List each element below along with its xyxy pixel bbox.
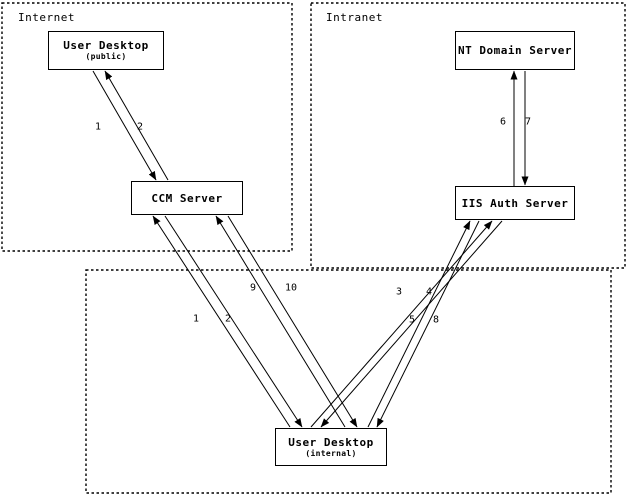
flow-label-9: 9: [249, 282, 257, 294]
flow-arrow-3: [367, 220, 471, 428]
zone-internal-boundary: [85, 269, 612, 494]
flow-label-3: 3: [395, 286, 403, 298]
flow-label-6: 6: [499, 116, 507, 128]
flow-label-2b: 2: [224, 313, 232, 325]
flow-arrow-1: [92, 70, 157, 181]
node-user-desktop-internal[interactable]: User Desktop (internal): [275, 428, 387, 466]
node-subtitle: (public): [85, 52, 127, 61]
flow-arrow-2: [104, 70, 169, 181]
node-title: User Desktop: [288, 435, 374, 449]
zone-internet-boundary: [1, 2, 293, 252]
node-title: IIS Auth Server: [461, 196, 569, 210]
node-ccm-server[interactable]: CCM Server: [131, 181, 243, 215]
flow-label-1b: 1: [192, 313, 200, 325]
zone-label-internet: Internet: [18, 11, 75, 24]
flow-arrow-8: [320, 220, 503, 428]
flow-arrow-5: [310, 220, 493, 428]
node-title: CCM Server: [151, 191, 223, 205]
zone-intranet-boundary: [310, 2, 626, 269]
flow-label-7: 7: [524, 116, 532, 128]
node-iis-auth-server[interactable]: IIS Auth Server: [455, 186, 575, 220]
flow-label-4: 4: [425, 286, 433, 298]
flow-arrow-2b: [164, 215, 303, 428]
flow-arrow-1b: [152, 215, 291, 428]
flow-label-2: 2: [136, 121, 144, 133]
flow-arrow-10: [227, 215, 358, 428]
flow-arrow-4: [376, 220, 480, 428]
node-title: NT Domain Server: [458, 44, 572, 57]
node-nt-domain-server[interactable]: NT Domain Server: [455, 31, 575, 70]
flow-label-8: 8: [432, 314, 440, 326]
node-user-desktop-public[interactable]: User Desktop (public): [48, 31, 164, 70]
flow-label-10: 10: [284, 282, 298, 294]
flow-label-5: 5: [408, 314, 416, 326]
flow-arrow-9: [215, 215, 346, 428]
node-subtitle: (internal): [305, 448, 357, 458]
zone-label-intranet: Intranet: [326, 11, 383, 24]
flow-label-1: 1: [94, 121, 102, 133]
node-title: User Desktop: [63, 39, 149, 52]
